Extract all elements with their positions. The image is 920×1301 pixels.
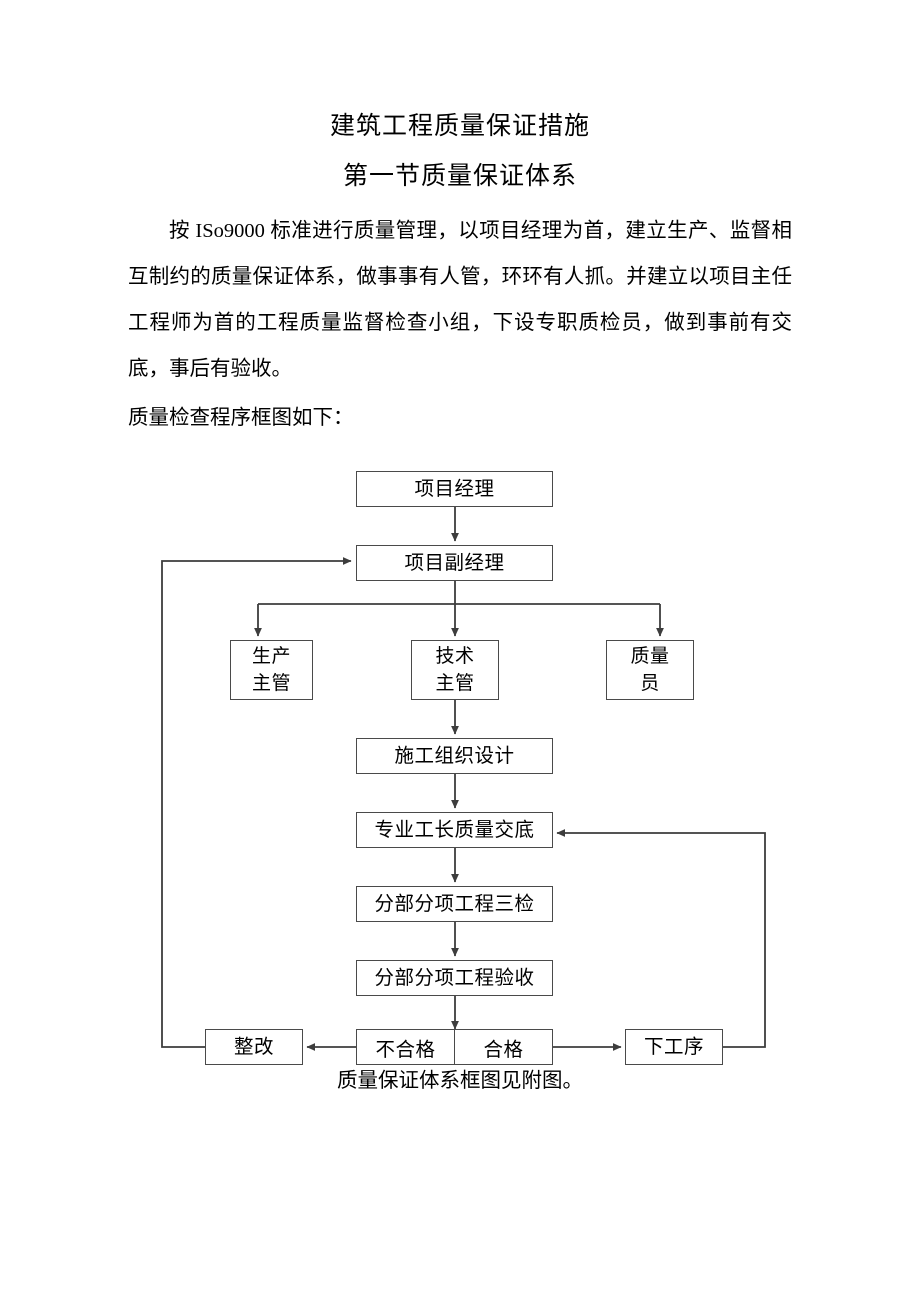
- page-title: 建筑工程质量保证措施: [329, 113, 590, 140]
- flow-node-deputy-project-manager[interactable]: 项目副经理: [356, 545, 553, 581]
- chart-caption: 质量保证体系框图见附图。: [337, 1070, 583, 1092]
- flow-node-production-supervisor[interactable]: 生产 主管: [230, 640, 313, 700]
- flow-node-subitem-acceptance[interactable]: 分部分项工程验收: [356, 960, 553, 996]
- chart-intro-line: 质量检查程序框图如下：: [128, 407, 354, 429]
- flow-node-next-process[interactable]: 下工序: [625, 1029, 723, 1065]
- section-title: 第一节质量保证体系: [342, 163, 577, 190]
- flow-node-quality-inspector[interactable]: 质量 员: [606, 640, 694, 700]
- flow-node-foreman-quality-briefing[interactable]: 专业工长质量交底: [356, 812, 553, 848]
- flow-node-rectification[interactable]: 整改: [205, 1029, 303, 1065]
- flow-node-technical-supervisor[interactable]: 技术 主管: [411, 640, 499, 700]
- flow-node-result-split: 不合格 合格: [356, 1029, 553, 1065]
- flow-node-unqualified[interactable]: 不合格: [357, 1030, 455, 1064]
- body-paragraph: 按 ISo9000 标准进行质量管理，以项目经理为首，建立生产、监督相互制约的质…: [128, 220, 792, 380]
- flow-node-project-manager[interactable]: 项目经理: [356, 471, 553, 507]
- flow-node-construction-org-design[interactable]: 施工组织设计: [356, 738, 553, 774]
- flow-node-subitem-three-checks[interactable]: 分部分项工程三检: [356, 886, 553, 922]
- flow-node-qualified[interactable]: 合格: [483, 1039, 524, 1061]
